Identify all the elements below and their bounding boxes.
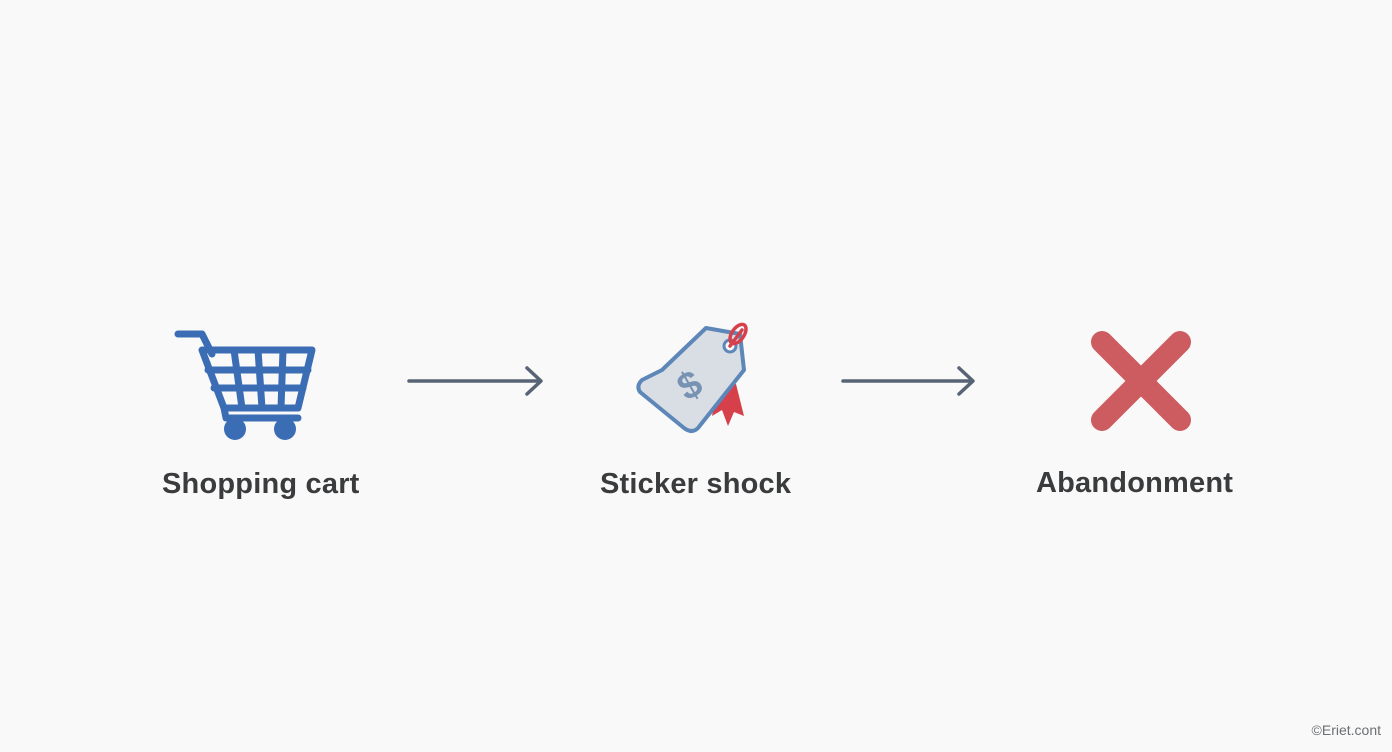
price-tag-icon: $ <box>636 322 748 433</box>
shopping-cart-icon <box>174 330 316 440</box>
x-mark-icon <box>1091 331 1191 431</box>
arrow-right-icon <box>841 366 975 396</box>
arrow-right-icon <box>407 366 543 396</box>
step-label-sticker-shock: Sticker shock <box>600 468 792 500</box>
step-label-abandonment: Abandonment <box>1036 467 1234 499</box>
copyright-watermark: ©Eriet.cont <box>1311 722 1381 738</box>
step-label-shopping-cart: Shopping cart <box>162 468 360 500</box>
